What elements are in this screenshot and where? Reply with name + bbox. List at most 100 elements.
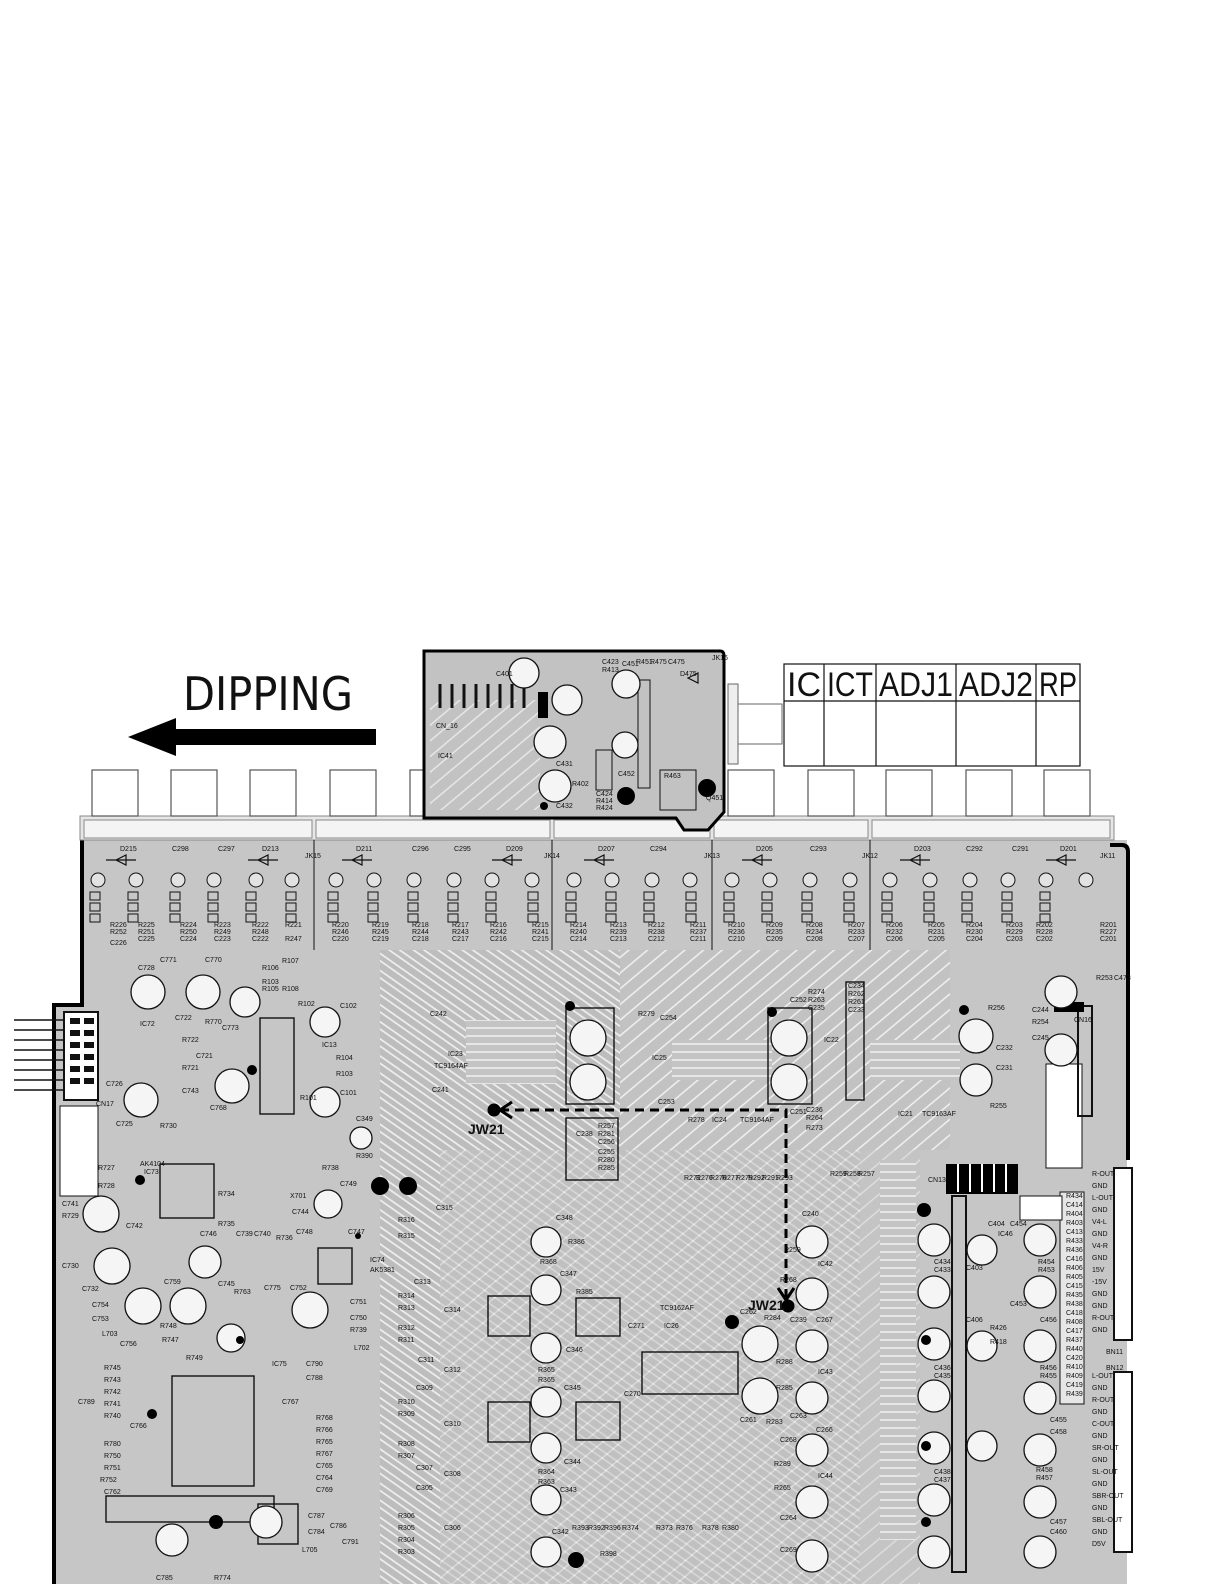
component-ref-label: C213	[610, 936, 627, 943]
component-ref-label: CN13	[928, 1177, 946, 1184]
component-ref-label: C721	[196, 1053, 213, 1060]
component-ref-label: GND	[1092, 1303, 1108, 1310]
component-ref-label: R211	[690, 922, 706, 929]
component-ref-label: R224	[180, 922, 197, 929]
component-ref-label: R426	[990, 1325, 1007, 1332]
component-ref-label: R235	[766, 929, 783, 936]
component-ref-label: R748	[160, 1323, 177, 1330]
component-ref-label: IC21	[898, 1111, 913, 1118]
component-ref-label: R103	[336, 1071, 353, 1078]
component-ref-label: R740	[104, 1413, 121, 1420]
component-ref-label: C438	[934, 1469, 951, 1476]
component-ref-label: R105	[262, 986, 279, 993]
component-ref-label: C769	[316, 1487, 333, 1494]
component-ref-label: R363	[538, 1479, 555, 1486]
component-ref-label: C418	[1066, 1310, 1083, 1317]
component-ref-label: JK15	[305, 853, 321, 860]
component-ref-label: C768	[210, 1105, 227, 1112]
table-header-rp: RP	[1039, 666, 1077, 704]
component-ref-label: R456	[1040, 1365, 1057, 1372]
component-ref-label: C298	[172, 846, 189, 853]
jumper-label-left: JW21	[468, 1121, 505, 1137]
component-ref-label: C234	[848, 983, 865, 990]
component-ref-label: C261	[740, 1417, 757, 1424]
component-ref-label: C235	[808, 1005, 825, 1012]
component-ref-label: R201	[1100, 922, 1117, 929]
component-ref-label: R306	[398, 1513, 415, 1520]
component-ref-label: R308	[398, 1441, 415, 1448]
component-ref-label: C344	[564, 1459, 581, 1466]
component-ref-label: C451	[622, 661, 639, 668]
component-ref-label: R398	[600, 1551, 617, 1558]
component-ref-label: R274	[808, 989, 825, 996]
component-ref-label: SR-OUT	[1092, 1445, 1120, 1452]
component-ref-label: 15V	[1092, 1267, 1105, 1274]
component-ref-label: C423	[602, 659, 619, 666]
component-ref-label: C739	[236, 1231, 253, 1238]
jumper-label-right: JW21	[748, 1297, 785, 1313]
component-ref-label: R742	[104, 1389, 121, 1396]
component-ref-label: C424	[596, 791, 613, 798]
component-ref-label: C267	[816, 1317, 833, 1324]
component-ref-label: R285	[776, 1385, 793, 1392]
component-ref-label: C231	[996, 1065, 1013, 1072]
component-ref-label: C789	[78, 1399, 95, 1406]
component-ref-label: R767	[316, 1451, 333, 1458]
component-ref-label: R311	[398, 1337, 414, 1344]
side-connector	[14, 1011, 99, 1197]
component-ref-label: R259	[830, 1171, 847, 1178]
component-ref-label: R285	[598, 1165, 615, 1172]
component-ref-label: C791	[342, 1539, 359, 1546]
component-ref-label: R226	[110, 922, 127, 929]
component-ref-label: C420	[1066, 1355, 1083, 1362]
component-ref-label: L-OUT	[1092, 1195, 1114, 1202]
component-ref-label: R241	[532, 929, 549, 936]
component-ref-label: R475	[650, 659, 667, 666]
component-ref-label: C212	[648, 936, 665, 943]
component-ref-label: IC75	[272, 1361, 287, 1368]
component-ref-label: SBR-OUT	[1092, 1493, 1124, 1500]
component-ref-label: R747	[162, 1337, 179, 1344]
component-ref-label: C305	[416, 1485, 433, 1492]
component-ref-label: R374	[622, 1525, 639, 1532]
component-ref-label: C403	[966, 1265, 983, 1272]
component-ref-label: C312	[444, 1367, 461, 1374]
component-ref-label: R215	[532, 922, 549, 929]
component-ref-label: GND	[1092, 1207, 1108, 1214]
component-ref-label: R280	[598, 1157, 615, 1164]
component-ref-label: R314	[398, 1293, 415, 1300]
table-header-adj1: ADJ1	[879, 666, 953, 704]
component-ref-label: R751	[104, 1465, 121, 1472]
component-ref-label: C-OUT	[1092, 1421, 1115, 1428]
jack-dividers	[313, 840, 871, 950]
component-ref-label: R380	[722, 1525, 739, 1532]
component-ref-label: IC22	[824, 1037, 839, 1044]
component-ref-label: C732	[82, 1286, 99, 1293]
component-ref-label: R735	[218, 1221, 235, 1228]
component-ref-label: R741	[104, 1401, 121, 1408]
component-ref-label: R232	[886, 929, 903, 936]
component-ref-label: C431	[556, 761, 573, 768]
component-ref-label: R386	[568, 1239, 585, 1246]
component-ref-label: C226	[110, 940, 127, 947]
component-ref-label: C345	[564, 1385, 581, 1392]
component-ref-label: CN17	[96, 1101, 114, 1108]
jumper-routes	[487, 1100, 796, 1313]
component-ref-label: C456	[1040, 1317, 1057, 1324]
component-ref-label: R289	[774, 1461, 791, 1468]
component-ref-label: C215	[532, 936, 549, 943]
component-ref-label: R233	[848, 929, 865, 936]
component-ref-label: R312	[398, 1325, 415, 1332]
component-ref-label: R752	[100, 1477, 117, 1484]
component-ref-label: C217	[452, 936, 469, 943]
component-ref-label: C775	[264, 1285, 281, 1292]
component-ref-label: IC44	[818, 1473, 833, 1480]
component-ref-label: IC13	[322, 1042, 337, 1049]
component-ref-label: R207	[848, 922, 865, 929]
component-ref-label: TC9164AF	[740, 1117, 774, 1124]
component-ref-label: R217	[452, 922, 469, 929]
component-ref-label: R293	[776, 1175, 793, 1182]
component-ref-label: JK12	[862, 853, 878, 860]
component-ref-label: R202	[1036, 922, 1053, 929]
